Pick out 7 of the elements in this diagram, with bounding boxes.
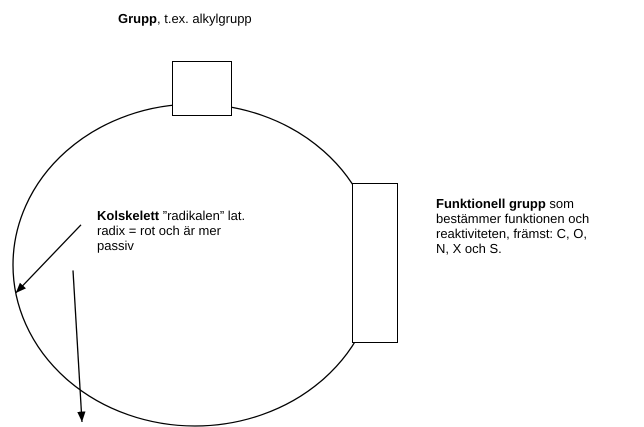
caption-text: Grupp, t.ex. alkylgrupp: [118, 11, 253, 26]
caption-text: Funktionell grupp som bestämmer funktionen och reaktiviteten, främst: C, O, N, X och S.: [436, 196, 590, 256]
text-label: Kolskelett ”radikalen” lat. radix = rot och är mer passiv: [97, 208, 257, 256]
rectangle-box: [352, 183, 398, 343]
leader-line: [15, 224, 82, 294]
leader-line: [72, 270, 86, 422]
rectangle-box: [172, 61, 232, 116]
